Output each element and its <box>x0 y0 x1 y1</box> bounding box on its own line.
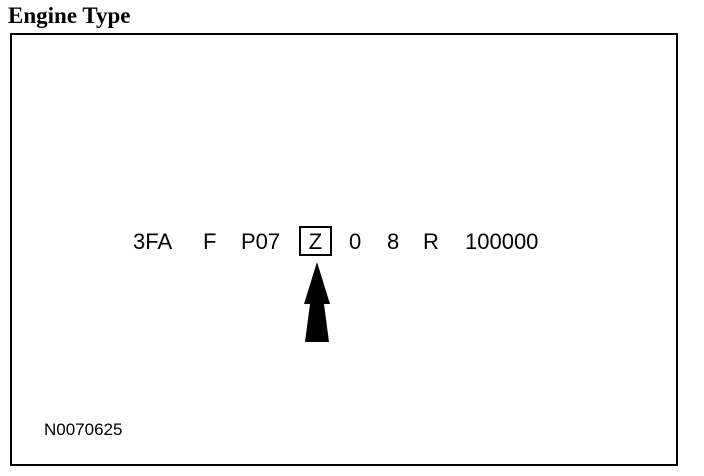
vin-segment-wmi: 3FA <box>133 229 173 254</box>
figure-id: N0070625 <box>44 420 123 439</box>
diagram-frame <box>10 33 678 466</box>
vin-segment-restraint: F <box>203 229 217 254</box>
vin-segment-line-series: P07 <box>241 229 281 254</box>
vin-segment-plant: R <box>423 229 439 254</box>
page-title: Engine Type <box>8 3 131 28</box>
vin-segment-serial: 100000 <box>465 229 539 254</box>
engine-type-highlight-box <box>299 226 332 256</box>
vin-segment-check-digit: 0 <box>349 229 362 254</box>
up-arrow-icon <box>304 262 330 342</box>
vin-segment-model-year: 8 <box>387 229 400 254</box>
vin-segment-engine-type: Z <box>308 229 323 254</box>
